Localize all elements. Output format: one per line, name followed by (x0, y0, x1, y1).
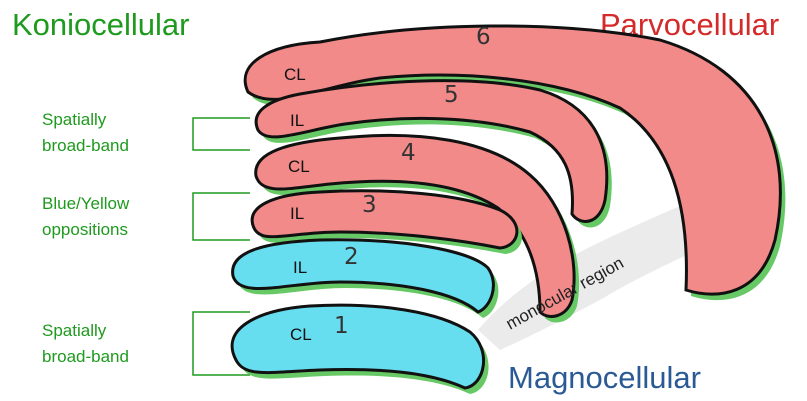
magnocellular-title: Magnocellular (508, 360, 701, 395)
layer-1 (230, 303, 486, 390)
lower-spatially-broadband-label: Spatially broad-band (42, 318, 129, 370)
layer-6-number: 6 (476, 24, 491, 50)
layer-6 (243, 24, 782, 296)
layer-5 (254, 79, 609, 223)
layer-5-type-label: IL (290, 111, 304, 130)
layer-3-number: 3 (362, 192, 377, 218)
layer-1-type-label: CL (290, 325, 312, 344)
middle-label-line1: Blue/Yellow (42, 194, 130, 213)
layer-3-type-label: IL (290, 204, 304, 223)
upper-spatially-broadband-label: Spatially broad-band (42, 107, 129, 159)
lower-bracket (192, 311, 250, 376)
layer-4 (254, 133, 576, 318)
layer-2 (231, 238, 495, 314)
blue-yellow-label: Blue/Yellow oppositions (42, 191, 129, 243)
middle-label-line2: oppositions (42, 220, 129, 239)
koniocellular-title: Koniocellular (12, 7, 190, 42)
layer-5-number: 5 (444, 82, 459, 108)
layer-3 (250, 189, 519, 250)
layer-4-number: 4 (401, 140, 416, 166)
layer-6-type-label: CL (284, 65, 306, 84)
lower-label-line1: Spatially (42, 321, 107, 340)
layer-2-number: 2 (344, 244, 359, 270)
layer-4-type-label: CL (288, 157, 310, 176)
layer-1-number: 1 (334, 313, 349, 339)
upper-label-line2: broad-band (42, 136, 129, 155)
middle-bracket (192, 192, 250, 241)
upper-label-line1: Spatially (42, 110, 107, 129)
layer-2-type-label: IL (293, 258, 307, 277)
lower-label-line2: broad-band (42, 347, 129, 366)
upper-bracket (192, 117, 250, 151)
